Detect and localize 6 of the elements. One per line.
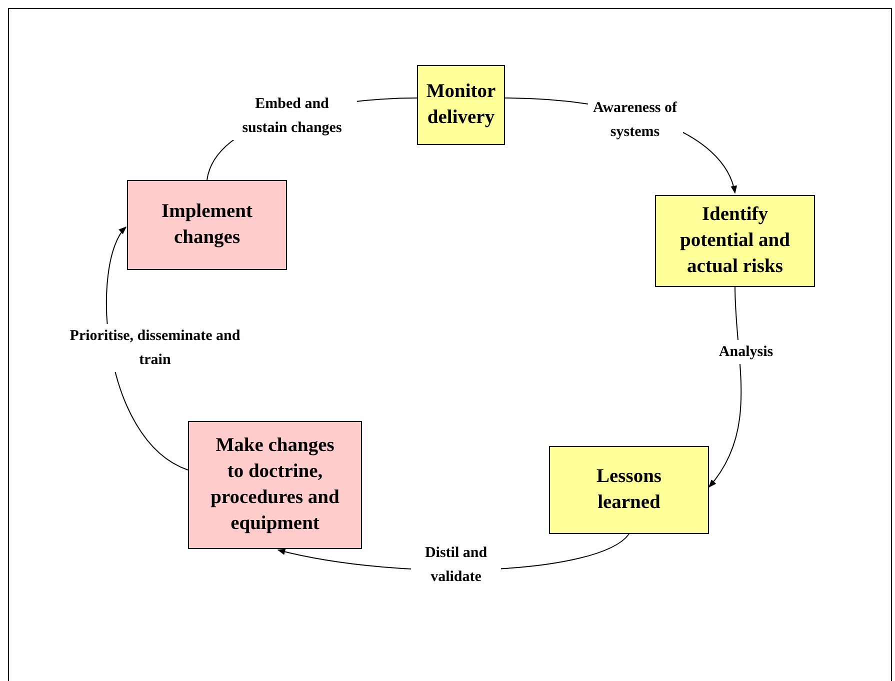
process-box: Make changes to doctrine, procedures and equipment bbox=[188, 421, 362, 549]
process-box: Monitor delivery bbox=[417, 65, 505, 145]
process-box: Implement changes bbox=[127, 180, 287, 270]
curved-arrow bbox=[708, 286, 742, 488]
process-box: Lessons learned bbox=[549, 446, 709, 534]
process-box: Identify potential and actual risks bbox=[655, 195, 815, 287]
